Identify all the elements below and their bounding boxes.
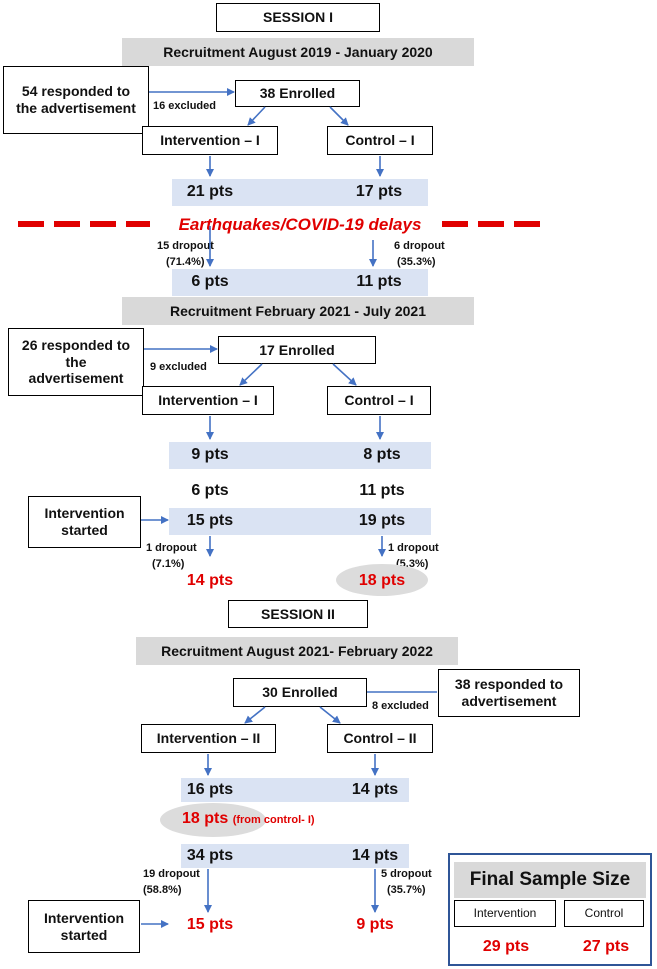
control-dropout-3: 5 dropout: [381, 868, 432, 880]
enrolled-box-2: 17 Enrolled: [218, 336, 376, 364]
transfer-pts: 18 pts: [182, 810, 229, 827]
excluded-label-2: 9 excluded: [150, 361, 207, 373]
delay-banner: Earthquakes/COVID-19 delays: [178, 215, 422, 234]
remaining-band-1: [172, 269, 428, 296]
control-pts-1: 17 pts: [355, 183, 403, 200]
final-intervention-box: Intervention: [454, 900, 556, 927]
control-dropout-pct-3: (35.7%): [387, 884, 426, 896]
arrow-enrolled-intervention-1: [247, 106, 266, 126]
pts-band-1: [172, 179, 428, 206]
intervention-pts-3: 16 pts: [186, 781, 234, 798]
session-2-title: SESSION II: [228, 600, 368, 628]
final-intervention-total: 29 pts: [482, 938, 530, 955]
final-control-2: 18 pts: [358, 572, 406, 589]
carried-control-pts: 11 pts: [359, 482, 405, 499]
final-control-3: 9 pts: [356, 916, 394, 933]
intervention-started-box-1: Intervention started: [28, 496, 141, 548]
transfer-row: 18 pts (from control- I): [182, 810, 315, 828]
excluded-label-3: 8 excluded: [372, 700, 429, 712]
intervention-box-3: Intervention – II: [141, 724, 276, 753]
transfer-note: (from control- I): [232, 814, 315, 826]
intervention-dropout-pct-2: (7.1%): [152, 558, 185, 570]
control-box-1: Control – I: [327, 126, 433, 155]
enrolled-box-1: 38 Enrolled: [235, 80, 360, 107]
recruitment-1-header: Recruitment August 2019 - January 2020: [122, 38, 474, 66]
control-pts-3: 14 pts: [351, 781, 399, 798]
intervention-started-box-2: Intervention started: [28, 900, 140, 953]
arrow-enrolled-intervention-2: [239, 363, 263, 386]
intervention-remaining-1: 6 pts: [191, 273, 229, 290]
control-box-2: Control – I: [327, 386, 431, 415]
enrolled-box-3: 30 Enrolled: [233, 678, 367, 707]
intervention-dropout-3: 19 dropout: [143, 868, 200, 880]
control-dropout-1: 6 dropout: [394, 240, 445, 252]
arrow-enrolled-control-3: [319, 706, 341, 724]
final-control-box: Control: [564, 900, 644, 927]
total-band-2: [169, 508, 431, 535]
arrow-enrolled-control-1: [329, 106, 349, 126]
arrow-enrolled-intervention-3: [244, 706, 266, 724]
intervention-box-1: Intervention – I: [142, 126, 278, 155]
control-dropout-pct-1: (35.3%): [397, 256, 436, 268]
control-dropout-2: 1 dropout: [388, 542, 439, 554]
excluded-label-1: 16 excluded: [153, 100, 216, 112]
control-pts-2: 8 pts: [363, 446, 401, 463]
intervention-pts-1: 21 pts: [186, 183, 234, 200]
responded-box-2: 26 responded to the advertisement: [8, 328, 144, 396]
pts-band-2: [169, 442, 431, 469]
session-1-title: SESSION I: [216, 3, 380, 32]
intervention-dropout-pct-1: (71.4%): [166, 256, 205, 268]
responded-box-3: 38 responded to advertisement: [438, 669, 580, 717]
final-intervention-3: 15 pts: [186, 916, 234, 933]
recruitment-3-header: Recruitment August 2021- February 2022: [136, 637, 458, 665]
control-remaining-1: 11 pts: [356, 273, 402, 290]
intervention-dropout-pct-3: (58.8%): [143, 884, 182, 896]
total-intervention-2: 15 pts: [186, 512, 234, 529]
carried-intervention-pts: 6 pts: [191, 482, 229, 499]
total-band-3: [181, 844, 409, 868]
control-box-3: Control – II: [327, 724, 433, 753]
final-sample-title: Final Sample Size: [454, 862, 646, 898]
pts-band-3: [181, 778, 409, 802]
final-intervention-2: 14 pts: [186, 572, 234, 589]
intervention-pts-2: 9 pts: [191, 446, 229, 463]
responded-box-1: 54 responded to the advertisement: [3, 66, 149, 134]
intervention-box-2: Intervention – I: [142, 386, 274, 415]
recruitment-2-header: Recruitment February 2021 - July 2021: [122, 297, 474, 325]
intervention-dropout-2: 1 dropout: [146, 542, 197, 554]
total-control-2: 19 pts: [358, 512, 406, 529]
total-control-3: 14 pts: [351, 847, 399, 864]
final-control-total: 27 pts: [582, 938, 630, 955]
final-control-oval-1: [336, 564, 428, 596]
arrow-enrolled-control-2: [332, 363, 357, 386]
intervention-dropout-1: 15 dropout: [157, 240, 214, 252]
total-intervention-3: 34 pts: [186, 847, 234, 864]
transfer-oval: [160, 803, 266, 837]
